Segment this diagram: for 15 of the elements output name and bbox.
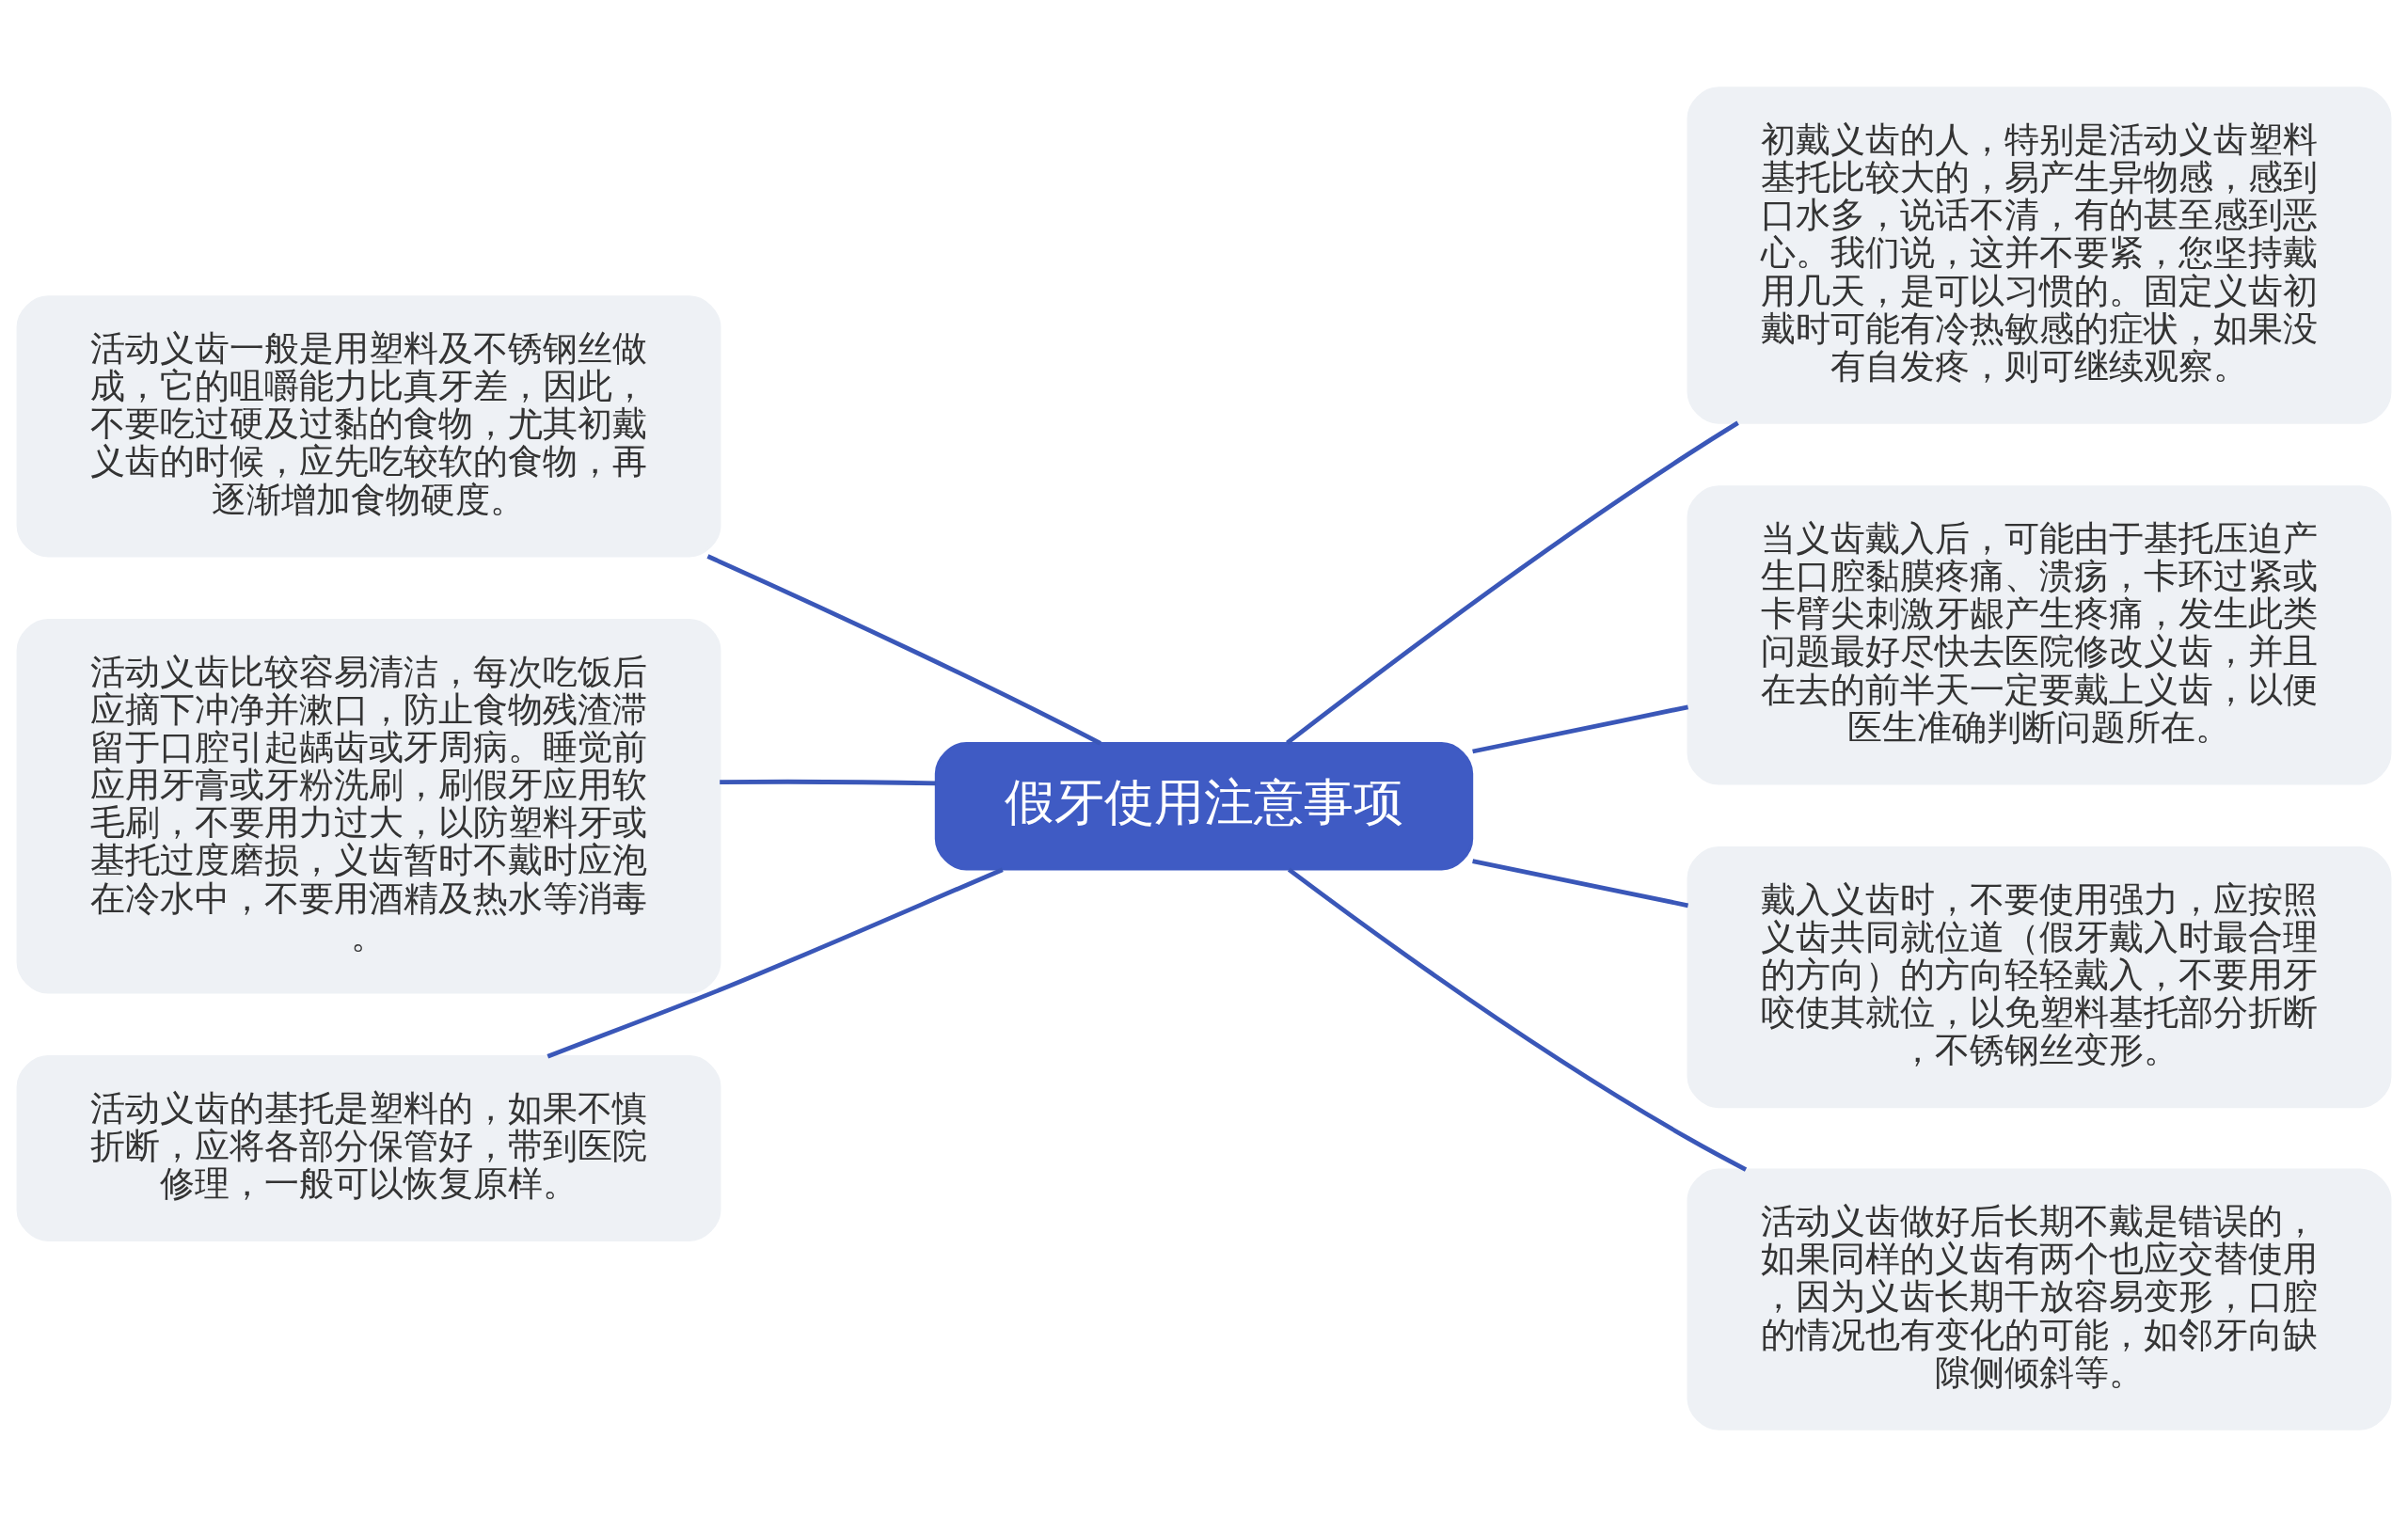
connector (1286, 420, 1739, 745)
node-box: 活动义齿比较容易清洁，每次吃饭后应摘下冲净并漱口，防止食物残渣滞留于口腔引起龋齿或牙周病。睡觉前应用牙膏或牙粉洗刷，刷假牙应用软毛刷，不要用力过大，以防塑料牙或基托过度磨损，义齿暂时不戴时应泡在冷水中，不要用酒精及热水等消毒。 (16, 619, 721, 994)
connector (720, 779, 937, 786)
node-box: 假牙使用注意事项 (934, 742, 1474, 871)
node-box: 活动义齿做好后长期不戴是错误的，如果同样的义齿有两个也应交替使用，因为义齿长期干放容易变形，口腔的情况也有变化的可能，如邻牙向缺隙侧倾斜等。 (1687, 1168, 2392, 1430)
connector (1472, 859, 1689, 909)
node-box: 初戴义齿的人，特别是活动义齿塑料基托比较大的，易产生异物感，感到口水多，说话不清，有的甚至感到恶心。我们说，这并不要紧，您坚持戴用几天，是可以习惯的。固定义齿初戴时可能有冷热敏感的症状，如果没有自发疼，则可继续观察。 (1687, 87, 2392, 424)
connector (1287, 867, 1748, 1172)
connector (547, 867, 1004, 1059)
node-box: 戴入义齿时，不要使用强力，应按照义齿共同就位道（假牙戴入时最合理的方向）的方向轻轻戴入，不要用牙咬使其就位，以免塑料基托部分折断，不锈钢丝变形。 (1687, 846, 2392, 1109)
connector (706, 554, 1101, 746)
node-box: 活动义齿一般是用塑料及不锈钢丝做成，它的咀嚼能力比真牙差，因此，不要吃过硬及过黏的食物，尤其初戴义齿的时候，应先吃较软的食物，再逐渐增加食物硬度。 (16, 295, 721, 558)
node-box: 当义齿戴入后，可能由于基托压迫产生口腔黏膜疼痛、溃疡，卡环过紧或卡臂尖刺激牙龈产生疼痛，发生此类问题最好尽快去医院修改义齿，并且在去的前半天一定要戴上义齿，以便医生准确判断问题所在。 (1687, 485, 2392, 785)
node-box: 活动义齿的基托是塑料的，如果不慎折断，应将各部分保管好，带到医院修理，一般可以恢复原样。 (16, 1055, 721, 1242)
connector (1472, 704, 1689, 754)
